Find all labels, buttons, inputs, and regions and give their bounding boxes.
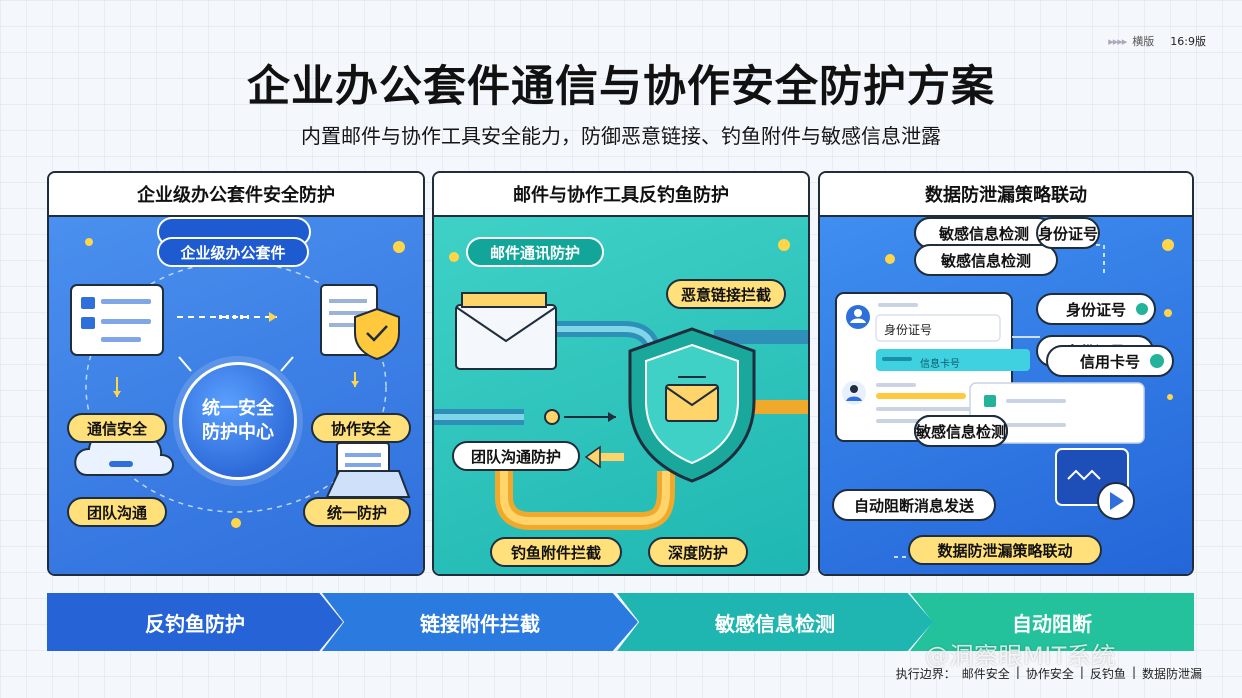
flow-step-link-attachment-block: 链接附件拦截	[322, 593, 638, 651]
spark-dot	[1164, 309, 1172, 317]
credit-card-check-icon	[1150, 354, 1164, 368]
footer-sep: |	[1079, 665, 1084, 679]
label-malicious-link-block: 恶意链接拦截	[666, 279, 786, 309]
label-comm-security: 通信安全	[67, 413, 167, 443]
document-shield-icon	[320, 284, 400, 361]
card-tag-label: 信息卡号	[920, 359, 960, 370]
label-team-comm: 团队沟通	[67, 497, 167, 527]
panel3-graphics	[835, 239, 1174, 558]
label-unified-protection: 统一防护	[303, 497, 411, 527]
label-phishing-attachment-block: 钓鱼附件拦截	[490, 537, 622, 567]
panel-body: 邮件通讯防护 恶意链接拦截 团队沟通防护 钓鱼附件拦截 深度防护	[434, 217, 808, 574]
footer-item: 数据防泄漏	[1141, 667, 1202, 681]
panel-anti-phishing: 邮件与协作工具反钓鱼防护	[432, 171, 810, 576]
checklist-icon	[70, 284, 164, 356]
spark-dot	[85, 238, 93, 246]
panel-office-suite: 企业级办公套件安全防护	[47, 171, 425, 576]
suite-pill: 企业级办公套件	[157, 237, 309, 267]
mail-protection-pill: 邮件通讯防护	[466, 237, 604, 267]
mail-envelope-icon	[455, 292, 557, 370]
panel1-graphics	[70, 238, 411, 528]
panel-dlp: 数据防泄漏策略联动	[818, 171, 1194, 576]
panel-title: 邮件与协作工具反钓鱼防护	[434, 173, 808, 217]
flow-step-anti-phishing: 反钓鱼防护	[47, 593, 343, 651]
arrows-icon: ▸▸▸▸	[1108, 34, 1127, 48]
footer-label: 执行边界：	[895, 667, 956, 681]
dlp-linkage-pill: 数据防泄漏策略联动	[908, 535, 1102, 565]
panel2-graphics	[434, 239, 808, 555]
panel-title: 数据防泄漏策略联动	[820, 173, 1192, 217]
flow-step-auto-block: 自动阻断	[910, 593, 1194, 651]
spark-dot	[393, 241, 405, 253]
alert-card	[969, 382, 1145, 444]
card-field-label: 身份证号	[884, 323, 933, 337]
footer-item: 反钓鱼	[1089, 667, 1126, 681]
sensitive-info-check-pill: 敏感信息检测	[914, 244, 1058, 276]
label-deep-protection: 深度防护	[648, 537, 748, 567]
spark-dot	[778, 239, 790, 251]
panel-body: 企业级办公套件 统一安全防护中心 通信安全 协作安全 团队沟通 统一防护	[49, 217, 423, 574]
unified-protection-center: 统一安全防护中心	[179, 362, 297, 480]
page-subtitle: 内置邮件与协作工具安全能力，防御恶意链接、钓鱼附件与敏感信息泄露	[301, 124, 941, 148]
layout-tag: ▸▸▸▸ 横版 16:9版	[1108, 33, 1206, 49]
panel-title: 企业级办公套件安全防护	[49, 173, 423, 217]
folder-icon	[325, 442, 411, 498]
page-title: 企业办公套件通信与协作安全防护方案	[247, 62, 995, 112]
orbit-ring	[85, 261, 387, 513]
monitor-play-icon	[1055, 448, 1135, 520]
watermark: @洞察眼MIT系统	[925, 642, 1116, 670]
version-label: 16:9版	[1170, 35, 1206, 48]
spark-dot	[1167, 394, 1173, 400]
footer-boundary: 执行边界： 邮件安全 | 协作安全 | 反钓鱼 | 数据防泄漏	[896, 665, 1202, 682]
footer-item: 协作安全	[1025, 667, 1074, 681]
auto-block-send-pill: 自动阻断消息发送	[832, 489, 996, 521]
shield-icon	[628, 327, 756, 483]
id-number-check-icon	[1136, 303, 1148, 315]
spark-dot	[231, 518, 241, 528]
flow-step-sensitive-detection: 敏感信息检测	[617, 593, 933, 651]
label-team-comm-protection: 团队沟通防护	[452, 441, 580, 471]
spark-dot	[1162, 239, 1174, 251]
footer-sep: |	[1131, 665, 1136, 679]
spark-dot	[449, 252, 459, 262]
spark-dot	[885, 254, 895, 264]
center-line-1: 统一安全	[202, 397, 274, 419]
footer-item: 邮件安全	[961, 667, 1010, 681]
panel-body: 敏感信息检测 敏感信息检测 敏感信息检测 敏感信息检测 敏感信息检测 敏感信息检…	[820, 217, 1192, 574]
credit-card-tag: 信用卡号	[1046, 345, 1174, 377]
footer-sep: |	[1015, 665, 1020, 679]
center-line-2: 防护中心	[202, 422, 274, 443]
label-collab-security: 协作安全	[311, 413, 411, 443]
layout-label: 横版	[1132, 35, 1155, 48]
detect-pill: 敏感信息检测	[914, 415, 1009, 447]
label-id-number: 身份证号	[1036, 217, 1101, 249]
